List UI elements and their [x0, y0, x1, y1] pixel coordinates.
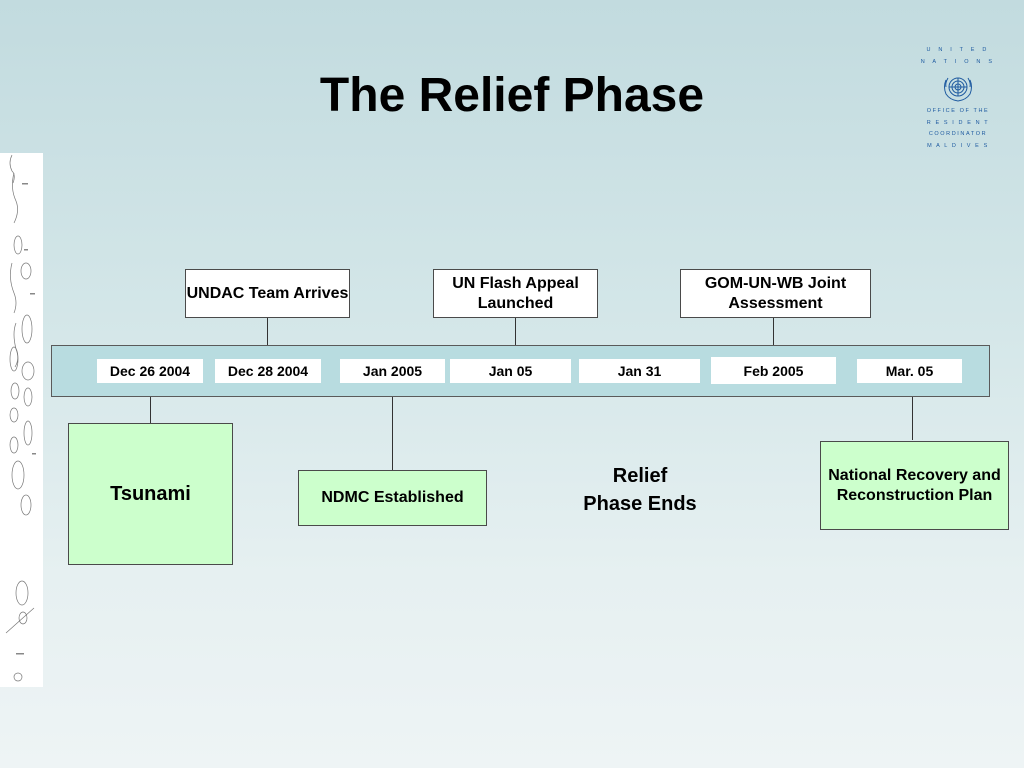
event-flash-appeal-label: UN Flash Appeal Launched — [452, 274, 579, 312]
date-label: Mar. 05 — [857, 359, 962, 383]
relief-end-line-1: Relief — [612, 465, 668, 487]
relief-end-line-2: Phase Ends — [583, 493, 697, 515]
date-label: Feb 2005 — [711, 357, 836, 384]
event-undac-label: UNDAC Team Arrives — [186, 284, 349, 302]
event-joint-assessment-label: GOM-UN-WB Joint Assessment — [704, 274, 847, 312]
logo-text-nations: N A T I O N S — [920, 59, 996, 65]
event-joint-assessment: GOM-UN-WB Joint Assessment — [680, 269, 871, 318]
event-ndmc-established: NDMC Established — [298, 470, 487, 526]
un-emblem-icon — [944, 77, 972, 102]
logo-text-united: U N I T E D — [926, 47, 990, 53]
event-undac-arrives: UNDAC Team Arrives — [185, 269, 350, 318]
connector-flash-appeal — [515, 318, 516, 345]
date-label: Jan 05 — [450, 359, 571, 383]
atoll-map-icon — [5, 154, 36, 682]
date-label: Dec 28 2004 — [215, 359, 321, 383]
logo-text-office: OFFICE OF THE — [926, 108, 990, 114]
event-ndmc-label: NDMC Established — [321, 489, 464, 506]
connector-ndmc — [392, 397, 393, 470]
connector-recovery — [912, 397, 913, 440]
event-flash-appeal: UN Flash Appeal Launched — [433, 269, 598, 318]
event-national-recovery: National Recovery and Reconstruction Pla… — [820, 441, 1009, 530]
page-title: The Relief Phase — [319, 69, 705, 122]
date-label: Jan 31 — [579, 359, 700, 383]
event-tsunami-label: Tsunami — [110, 483, 191, 505]
logo-text-coordinator: COORDINATOR — [928, 131, 988, 137]
event-tsunami: Tsunami — [68, 423, 233, 565]
un-logo: U N I T E D N A T I O N S OFFICE OF THE … — [918, 44, 998, 152]
connector-tsunami — [150, 397, 151, 423]
connector-undac — [267, 318, 268, 345]
maldives-map-strip — [0, 153, 43, 687]
relief-phase-ends-label: Relief Phase Ends — [560, 462, 720, 518]
logo-text-maldives: M A L D I V E S — [927, 142, 989, 149]
date-label: Dec 26 2004 — [97, 359, 203, 383]
logo-text-resident: R E S I D E N T — [926, 119, 990, 126]
connector-joint-assessment — [773, 318, 774, 345]
event-recovery-label: National Recovery and Reconstruction Pla… — [828, 466, 1001, 504]
date-label: Jan 2005 — [340, 359, 445, 383]
